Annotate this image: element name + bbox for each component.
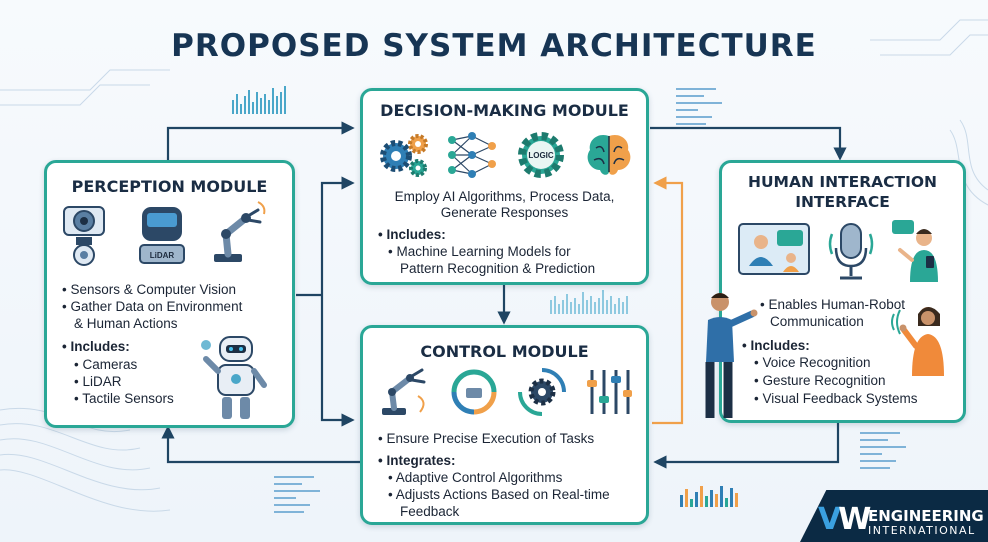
human-include-2: • Gesture Recognition <box>754 373 886 388</box>
human-module-title-1: HUMAN INTERACTION <box>747 173 938 191</box>
logo-text-international: INTERNATIONAL <box>868 524 976 537</box>
sliders-icon <box>587 370 632 414</box>
waving-person-icon <box>891 307 944 376</box>
arrow-human-to-control <box>653 423 840 469</box>
decision-includes-label: • Includes: <box>378 227 446 242</box>
lidar-label: LiDAR <box>150 251 175 260</box>
perception-bullet-3: & Human Actions <box>74 316 178 331</box>
human-module-title-2: INTERFACE <box>795 193 890 211</box>
arrow-decision-to-human <box>650 126 847 161</box>
control-integrate-3: Feedback <box>400 504 460 519</box>
perception-module-title: PERCEPTION MODULE <box>71 177 268 196</box>
perception-bullet-2: • Gather Data on Environment <box>62 299 243 314</box>
logo-background <box>800 490 988 542</box>
decision-include-2: Pattern Recognition & Prediction <box>400 261 596 276</box>
human-interaction-module: HUMAN INTERACTION INTERFACE <box>719 160 966 423</box>
arrow-control-to-perception <box>161 425 360 464</box>
microphone-icon <box>828 223 874 280</box>
decision-description-2: Generate Responses <box>440 205 569 220</box>
control-integrates-label: • Integrates: <box>378 453 456 468</box>
cycle-arrows-icon <box>451 369 497 415</box>
logic-gear-icon: LOGIC <box>518 132 564 178</box>
lidar-sensor-icon: LiDAR <box>139 207 185 264</box>
camera-icon <box>63 206 105 266</box>
robot-icon <box>201 336 267 419</box>
decision-include-1: • Machine Learning Models for <box>388 244 571 259</box>
human-bullet-2: Communication <box>770 314 864 329</box>
human-bullet-1: • Enables Human-Robot <box>760 297 906 312</box>
control-bullet: • Ensure Precise Execution of Tasks <box>378 431 595 446</box>
arrow-perception-to-decision-top <box>166 121 355 160</box>
arrow-feedback-control-to-decision <box>652 176 684 425</box>
gear-cycle-icon <box>518 368 566 416</box>
arrow-split-to-control <box>320 295 355 427</box>
human-include-1: • Voice Recognition <box>754 355 871 370</box>
perception-includes-label: • Includes: <box>62 339 130 354</box>
control-module-title: CONTROL MODULE <box>420 342 589 361</box>
logo-mark: VW <box>818 502 871 537</box>
chat-person-icon <box>892 220 938 282</box>
neural-network-icon <box>448 132 496 178</box>
control-robotic-arm-icon <box>382 368 426 415</box>
robotic-arm-icon <box>214 201 266 262</box>
control-integrate-1: • Adaptive Control Algorithms <box>388 470 563 485</box>
decision-description-1: Employ AI Algorithms, Process Data, <box>394 189 615 204</box>
arrow-split-to-decision <box>320 176 355 295</box>
logo-text-engineering: ENGINEERING <box>868 507 984 525</box>
gears-icon <box>380 134 428 177</box>
page-title: PROPOSED SYSTEM ARCHITECTURE <box>171 28 817 64</box>
perception-include-1: • Cameras <box>74 357 138 372</box>
perception-include-2: • LiDAR <box>74 374 122 389</box>
decision-making-module: DECISION-MAKING MODULE <box>360 88 649 285</box>
presenter-person-icon <box>705 293 758 418</box>
perception-bullet-1: • Sensors & Computer Vision <box>62 282 237 297</box>
decision-module-title: DECISION-MAKING MODULE <box>380 101 629 120</box>
logic-label: LOGIC <box>528 151 554 160</box>
human-include-3: • Visual Feedback Systems <box>754 391 918 406</box>
human-includes-label: • Includes: <box>742 338 810 353</box>
perception-include-3: • Tactile Sensors <box>74 391 174 406</box>
control-integrate-2: • Adjusts Actions Based on Real-time <box>388 487 610 502</box>
brain-icon <box>587 134 631 175</box>
control-module: CONTROL MODULE <box>360 325 649 525</box>
video-call-icon <box>738 223 810 275</box>
